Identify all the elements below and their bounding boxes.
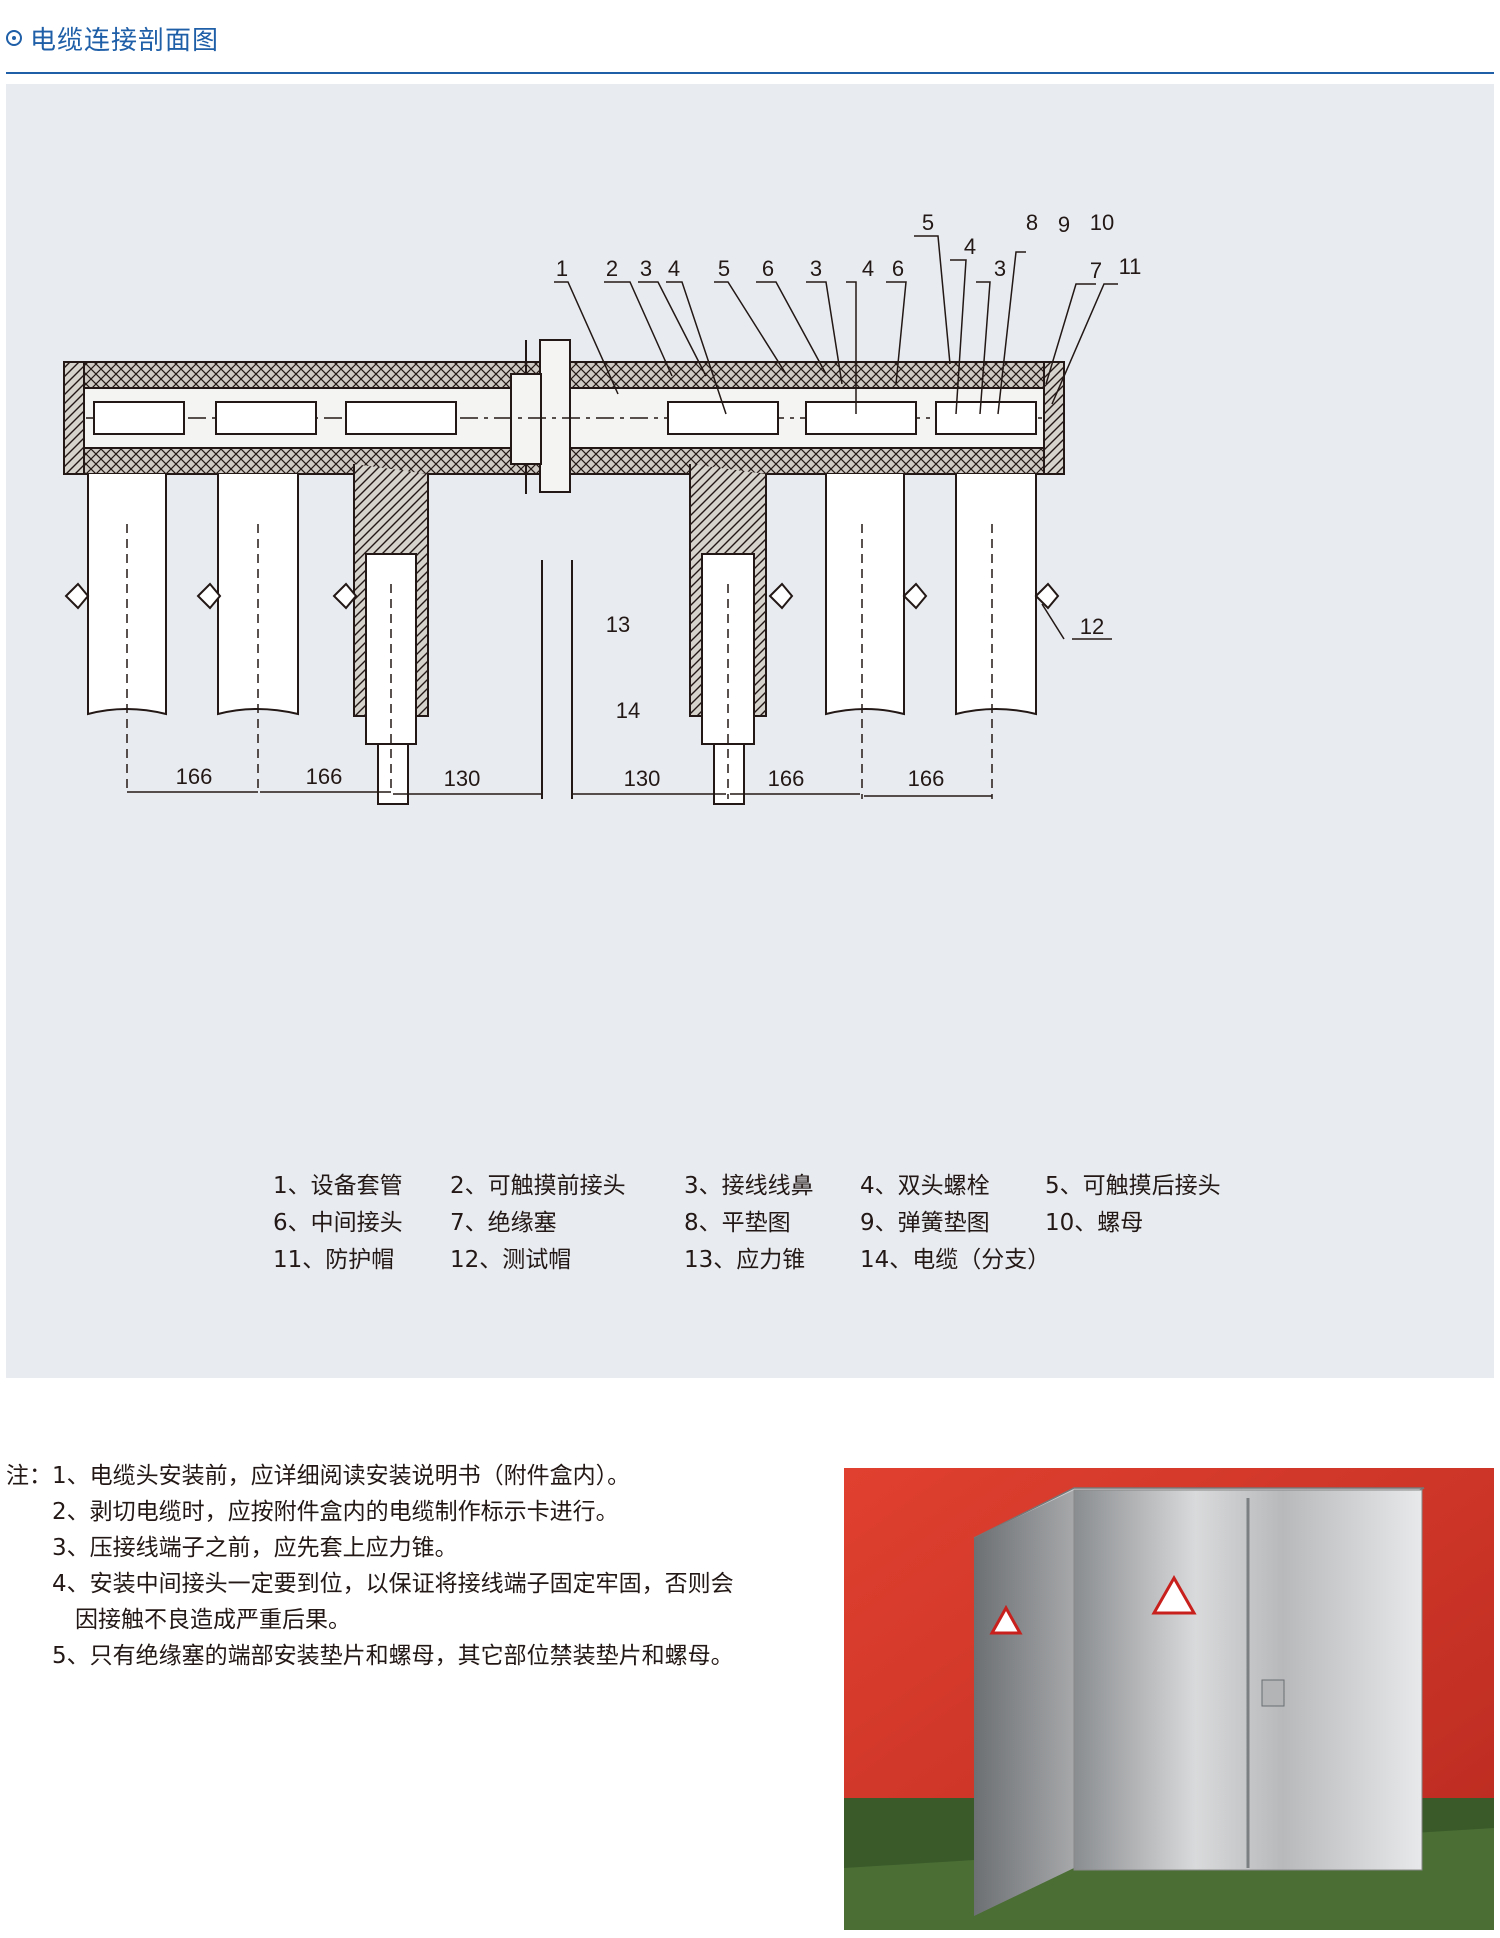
- note-line: 因接触不良造成严重后果。: [6, 1607, 351, 1633]
- callout-label: 5: [718, 256, 730, 281]
- note-line: 注：1、电缆头安装前，应详细阅读安装说明书（附件盒内）。: [6, 1463, 631, 1489]
- bolts: [93, 401, 1037, 435]
- callout-label: 12: [1080, 614, 1104, 639]
- callout-label: 2: [606, 256, 618, 281]
- callout-label: 11: [1119, 254, 1142, 279]
- leader-lines: [554, 235, 1118, 640]
- callout-label: 7: [1090, 258, 1102, 283]
- callout-label: 4: [964, 234, 976, 259]
- legend-row: 1、设备套管 2、可触摸前接头 3、接线线鼻 4、双头螺栓 5、可触摸后接头: [273, 1168, 1265, 1205]
- cable-section-drawing: 1234563465438910711121314166166130130166…: [63, 210, 1142, 805]
- dimension-label: 166: [908, 766, 945, 791]
- callout-label: 6: [762, 256, 774, 281]
- note-line: 5、只有绝缘塞的端部安装垫片和螺母，其它部位禁装垫片和螺母。: [6, 1643, 734, 1669]
- legend-item: 14、电缆（分支）: [860, 1247, 1051, 1273]
- circle-dot-icon: [6, 30, 22, 46]
- legend-item: 8、平垫图: [684, 1210, 791, 1236]
- legend-row: 6、中间接头 7、绝缘塞 8、平垫图 9、弹簧垫图 10、螺母: [273, 1205, 1265, 1242]
- callout-label: 13: [606, 612, 630, 637]
- installation-notes: 注：1、电缆头安装前，应详细阅读安装说明书（附件盒内）。 2、剥切电缆时，应按附…: [6, 1458, 826, 1674]
- cabinet-photo-art: [844, 1468, 1494, 1930]
- dimension-label: 166: [768, 766, 805, 791]
- legend-item: 12、测试帽: [450, 1247, 572, 1273]
- callout-label: 6: [892, 256, 904, 281]
- callout-label: 10: [1090, 210, 1114, 235]
- legend-item: 10、螺母: [1045, 1210, 1144, 1236]
- dimension-label: 166: [306, 764, 343, 789]
- legend-item: 13、应力锥: [684, 1247, 806, 1273]
- callout-label: 3: [640, 256, 652, 281]
- callout-label: 8: [1026, 210, 1038, 235]
- centre-lines: [126, 524, 993, 799]
- callout-label: 3: [994, 256, 1006, 281]
- legend-item: 2、可触摸前接头: [450, 1173, 626, 1199]
- legend-item: 3、接线线鼻: [684, 1173, 814, 1199]
- dimension-label: 130: [624, 766, 661, 791]
- note-line: 2、剥切电缆时，应按附件盒内的电缆制作标示卡进行。: [6, 1499, 619, 1525]
- legend: 1、设备套管 2、可触摸前接头 3、接线线鼻 4、双头螺栓 5、可触摸后接头 6…: [273, 1168, 1265, 1279]
- callout-label: 3: [810, 256, 822, 281]
- callout-label: 9: [1058, 212, 1070, 237]
- callout-label: 14: [616, 698, 640, 723]
- legend-row: 11、防护帽 12、测试帽 13、应力锥 14、电缆（分支）: [273, 1242, 1265, 1279]
- callout-label: 4: [862, 256, 874, 281]
- callout-label: 1: [556, 256, 568, 281]
- dimension-lines: [127, 791, 992, 797]
- legend-item: 4、双头螺栓: [860, 1173, 990, 1199]
- legend-item: 6、中间接头: [273, 1210, 403, 1236]
- callout-label: 4: [668, 256, 680, 281]
- cabinet-photo: [844, 1468, 1494, 1930]
- legend-item: 9、弹簧垫图: [860, 1210, 990, 1236]
- note-line: 3、压接线端子之前，应先套上应力锥。: [6, 1535, 458, 1561]
- note-line: 4、安装中间接头一定要到位，以保证将接线端子固定牢固，否则会: [6, 1571, 734, 1597]
- legend-item: 1、设备套管: [273, 1173, 403, 1199]
- legend-item: 5、可触摸后接头: [1045, 1173, 1221, 1199]
- callout-label: 5: [922, 210, 934, 235]
- page-title: 电缆连接剖面图: [30, 25, 220, 56]
- dimension-label: 166: [176, 764, 213, 789]
- cable-legs: [64, 464, 1060, 805]
- header-divider: [6, 72, 1494, 74]
- legend-item: 11、防护帽: [273, 1247, 395, 1273]
- legend-item: 7、绝缘塞: [450, 1210, 557, 1236]
- dimension-label: 130: [444, 766, 481, 791]
- section-header: 电缆连接剖面图: [6, 18, 219, 58]
